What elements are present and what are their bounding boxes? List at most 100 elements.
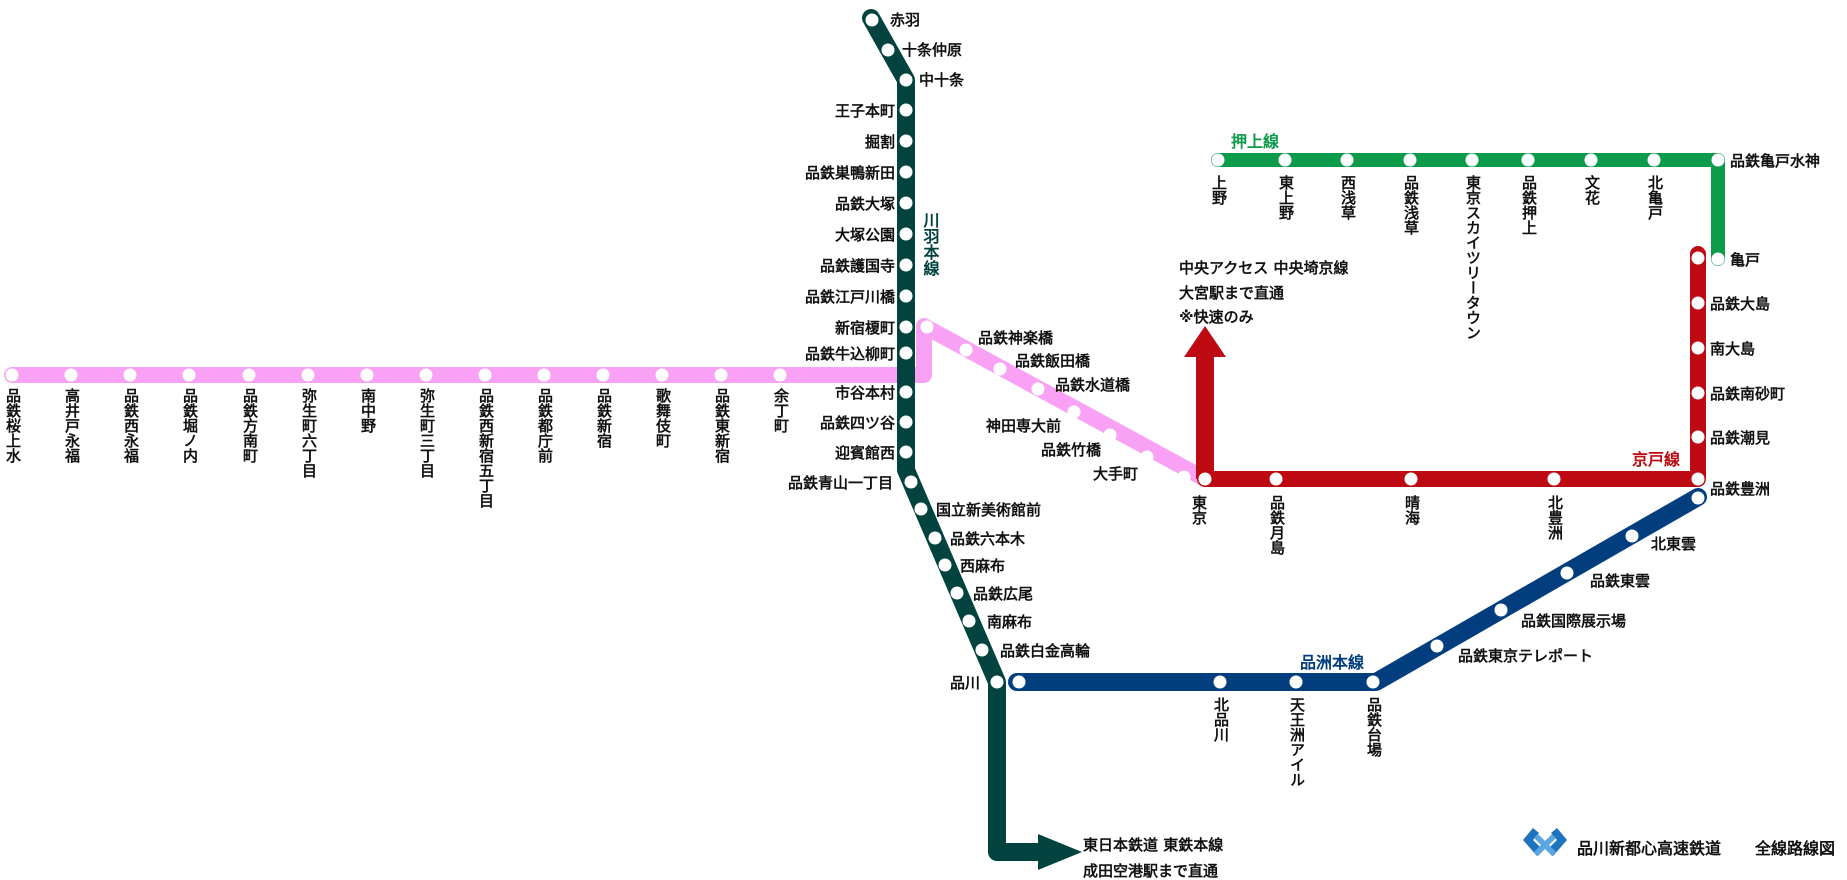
station-dot[interactable] [1560, 566, 1574, 580]
station-label[interactable]: 品鉄西新宿五丁目 [477, 388, 495, 509]
station-dot[interactable] [938, 558, 952, 572]
station-label[interactable]: 迎賓館西 [835, 444, 895, 462]
station-dot[interactable] [993, 362, 1007, 376]
station-dot[interactable] [899, 196, 913, 210]
station-label[interactable]: 弥生町三丁目 [418, 387, 436, 479]
station-label[interactable]: 南大島 [1710, 340, 1755, 358]
station-label[interactable]: 品鉄白金高輪 [1000, 642, 1091, 660]
station-dot[interactable] [1691, 386, 1705, 400]
station-label[interactable]: 北亀戸 [1646, 175, 1664, 221]
station-label[interactable]: 品鉄青山一丁目 [788, 474, 893, 492]
station-label[interactable]: 品鉄六本木 [950, 530, 1026, 548]
station-dot[interactable] [899, 346, 913, 360]
station-dot[interactable] [1067, 405, 1081, 419]
station-dot[interactable] [182, 368, 196, 382]
station-dot[interactable] [1547, 472, 1561, 486]
station-dot[interactable] [242, 368, 256, 382]
station-dot[interactable] [899, 415, 913, 429]
station-dot[interactable] [1012, 675, 1026, 689]
station-label[interactable]: 東上野 [1277, 174, 1295, 221]
station-label[interactable]: 高井戸永福 [63, 387, 81, 464]
station-label[interactable]: 北東雲 [1651, 535, 1696, 553]
station-label[interactable]: 品鉄潮見 [1710, 429, 1770, 447]
station-dot[interactable] [904, 475, 918, 489]
station-dot[interactable] [64, 368, 78, 382]
station-dot[interactable] [1031, 382, 1045, 396]
station-label[interactable]: 北品川 [1212, 697, 1230, 742]
station-dot[interactable] [1691, 296, 1705, 310]
station-dot[interactable] [899, 258, 913, 272]
station-dot[interactable] [899, 227, 913, 241]
station-label[interactable]: 掘割 [865, 133, 895, 151]
station-label[interactable]: 南麻布 [987, 613, 1032, 631]
station-dot[interactable] [123, 368, 137, 382]
station-dot[interactable] [899, 289, 913, 303]
station-dot[interactable] [5, 368, 19, 382]
station-label[interactable]: 品鉄西永福 [122, 388, 140, 464]
station-label[interactable]: 品鉄押上 [1520, 175, 1538, 235]
station-label[interactable]: 中十条 [919, 71, 965, 89]
station-dot[interactable] [1289, 675, 1303, 689]
station-dot[interactable] [899, 385, 913, 399]
station-label[interactable]: 上野 [1210, 175, 1228, 206]
station-dot[interactable] [1404, 472, 1418, 486]
station-label[interactable]: 品鉄国際展示場 [1521, 612, 1626, 630]
station-dot[interactable] [1198, 472, 1212, 486]
station-label[interactable]: 王子本町 [835, 102, 895, 120]
station-dot[interactable] [419, 368, 433, 382]
station-label[interactable]: 品鉄月島 [1268, 495, 1286, 556]
station-label[interactable]: 品鉄東新宿 [713, 388, 731, 464]
station-label[interactable]: 品鉄護国寺 [820, 257, 895, 275]
station-dot[interactable] [1211, 153, 1225, 167]
station-dot[interactable] [1494, 603, 1508, 617]
station-dot[interactable] [962, 614, 976, 628]
station-dot[interactable] [478, 368, 492, 382]
station-label[interactable]: 市谷本村 [835, 384, 895, 402]
station-dot[interactable] [1691, 341, 1705, 355]
station-dot[interactable] [1711, 252, 1725, 266]
station-label[interactable]: 北豊洲 [1546, 495, 1564, 541]
station-dot[interactable] [899, 445, 913, 459]
station-dot[interactable] [920, 320, 934, 334]
station-dot[interactable] [1366, 675, 1380, 689]
station-label[interactable]: 十条仲原 [902, 41, 962, 59]
station-label[interactable]: 品鉄南砂町 [1710, 385, 1785, 403]
station-dot[interactable] [928, 531, 942, 545]
station-label[interactable]: 西麻布 [960, 557, 1005, 575]
station-label[interactable]: 品鉄飯田橋 [1015, 352, 1091, 370]
station-dot[interactable] [1691, 430, 1705, 444]
station-label[interactable]: 品鉄広尾 [973, 585, 1033, 603]
station-dot[interactable] [1691, 472, 1705, 486]
station-label[interactable]: 東京 [1190, 494, 1208, 526]
station-label[interactable]: 品川 [950, 674, 980, 692]
station-dot[interactable] [1691, 251, 1705, 265]
station-dot[interactable] [959, 343, 973, 357]
station-label[interactable]: 大塚公園 [835, 226, 895, 244]
station-dot[interactable] [714, 368, 728, 382]
station-dot[interactable] [950, 586, 964, 600]
station-label[interactable]: 品鉄東京テレポート [1458, 647, 1593, 665]
station-label[interactable]: 品鉄大塚 [835, 195, 895, 213]
station-label[interactable]: 品鉄神楽橋 [978, 329, 1054, 347]
station-dot[interactable] [899, 320, 913, 334]
station-dot[interactable] [1465, 153, 1479, 167]
station-dot[interactable] [1625, 529, 1639, 543]
station-dot[interactable] [865, 13, 879, 27]
station-dot[interactable] [975, 643, 989, 657]
station-dot[interactable] [899, 165, 913, 179]
station-label[interactable]: 品鉄豊洲 [1710, 480, 1770, 498]
station-dot[interactable] [899, 103, 913, 117]
station-dot[interactable] [899, 134, 913, 148]
station-dot[interactable] [537, 368, 551, 382]
station-label[interactable]: 東京スカイツリータウン [1464, 174, 1482, 340]
station-label[interactable]: 品鉄浅草 [1402, 175, 1420, 236]
station-label[interactable]: 品鉄方南町 [241, 388, 259, 464]
station-label[interactable]: 神田専大前 [986, 417, 1061, 435]
station-label[interactable]: 品鉄牛込柳町 [805, 345, 895, 363]
station-dot[interactable] [1269, 472, 1283, 486]
station-label[interactable]: 新宿榎町 [835, 319, 895, 337]
station-dot[interactable] [360, 368, 374, 382]
station-dot[interactable] [1140, 450, 1154, 464]
station-dot[interactable] [914, 502, 928, 516]
station-dot[interactable] [1584, 153, 1598, 167]
